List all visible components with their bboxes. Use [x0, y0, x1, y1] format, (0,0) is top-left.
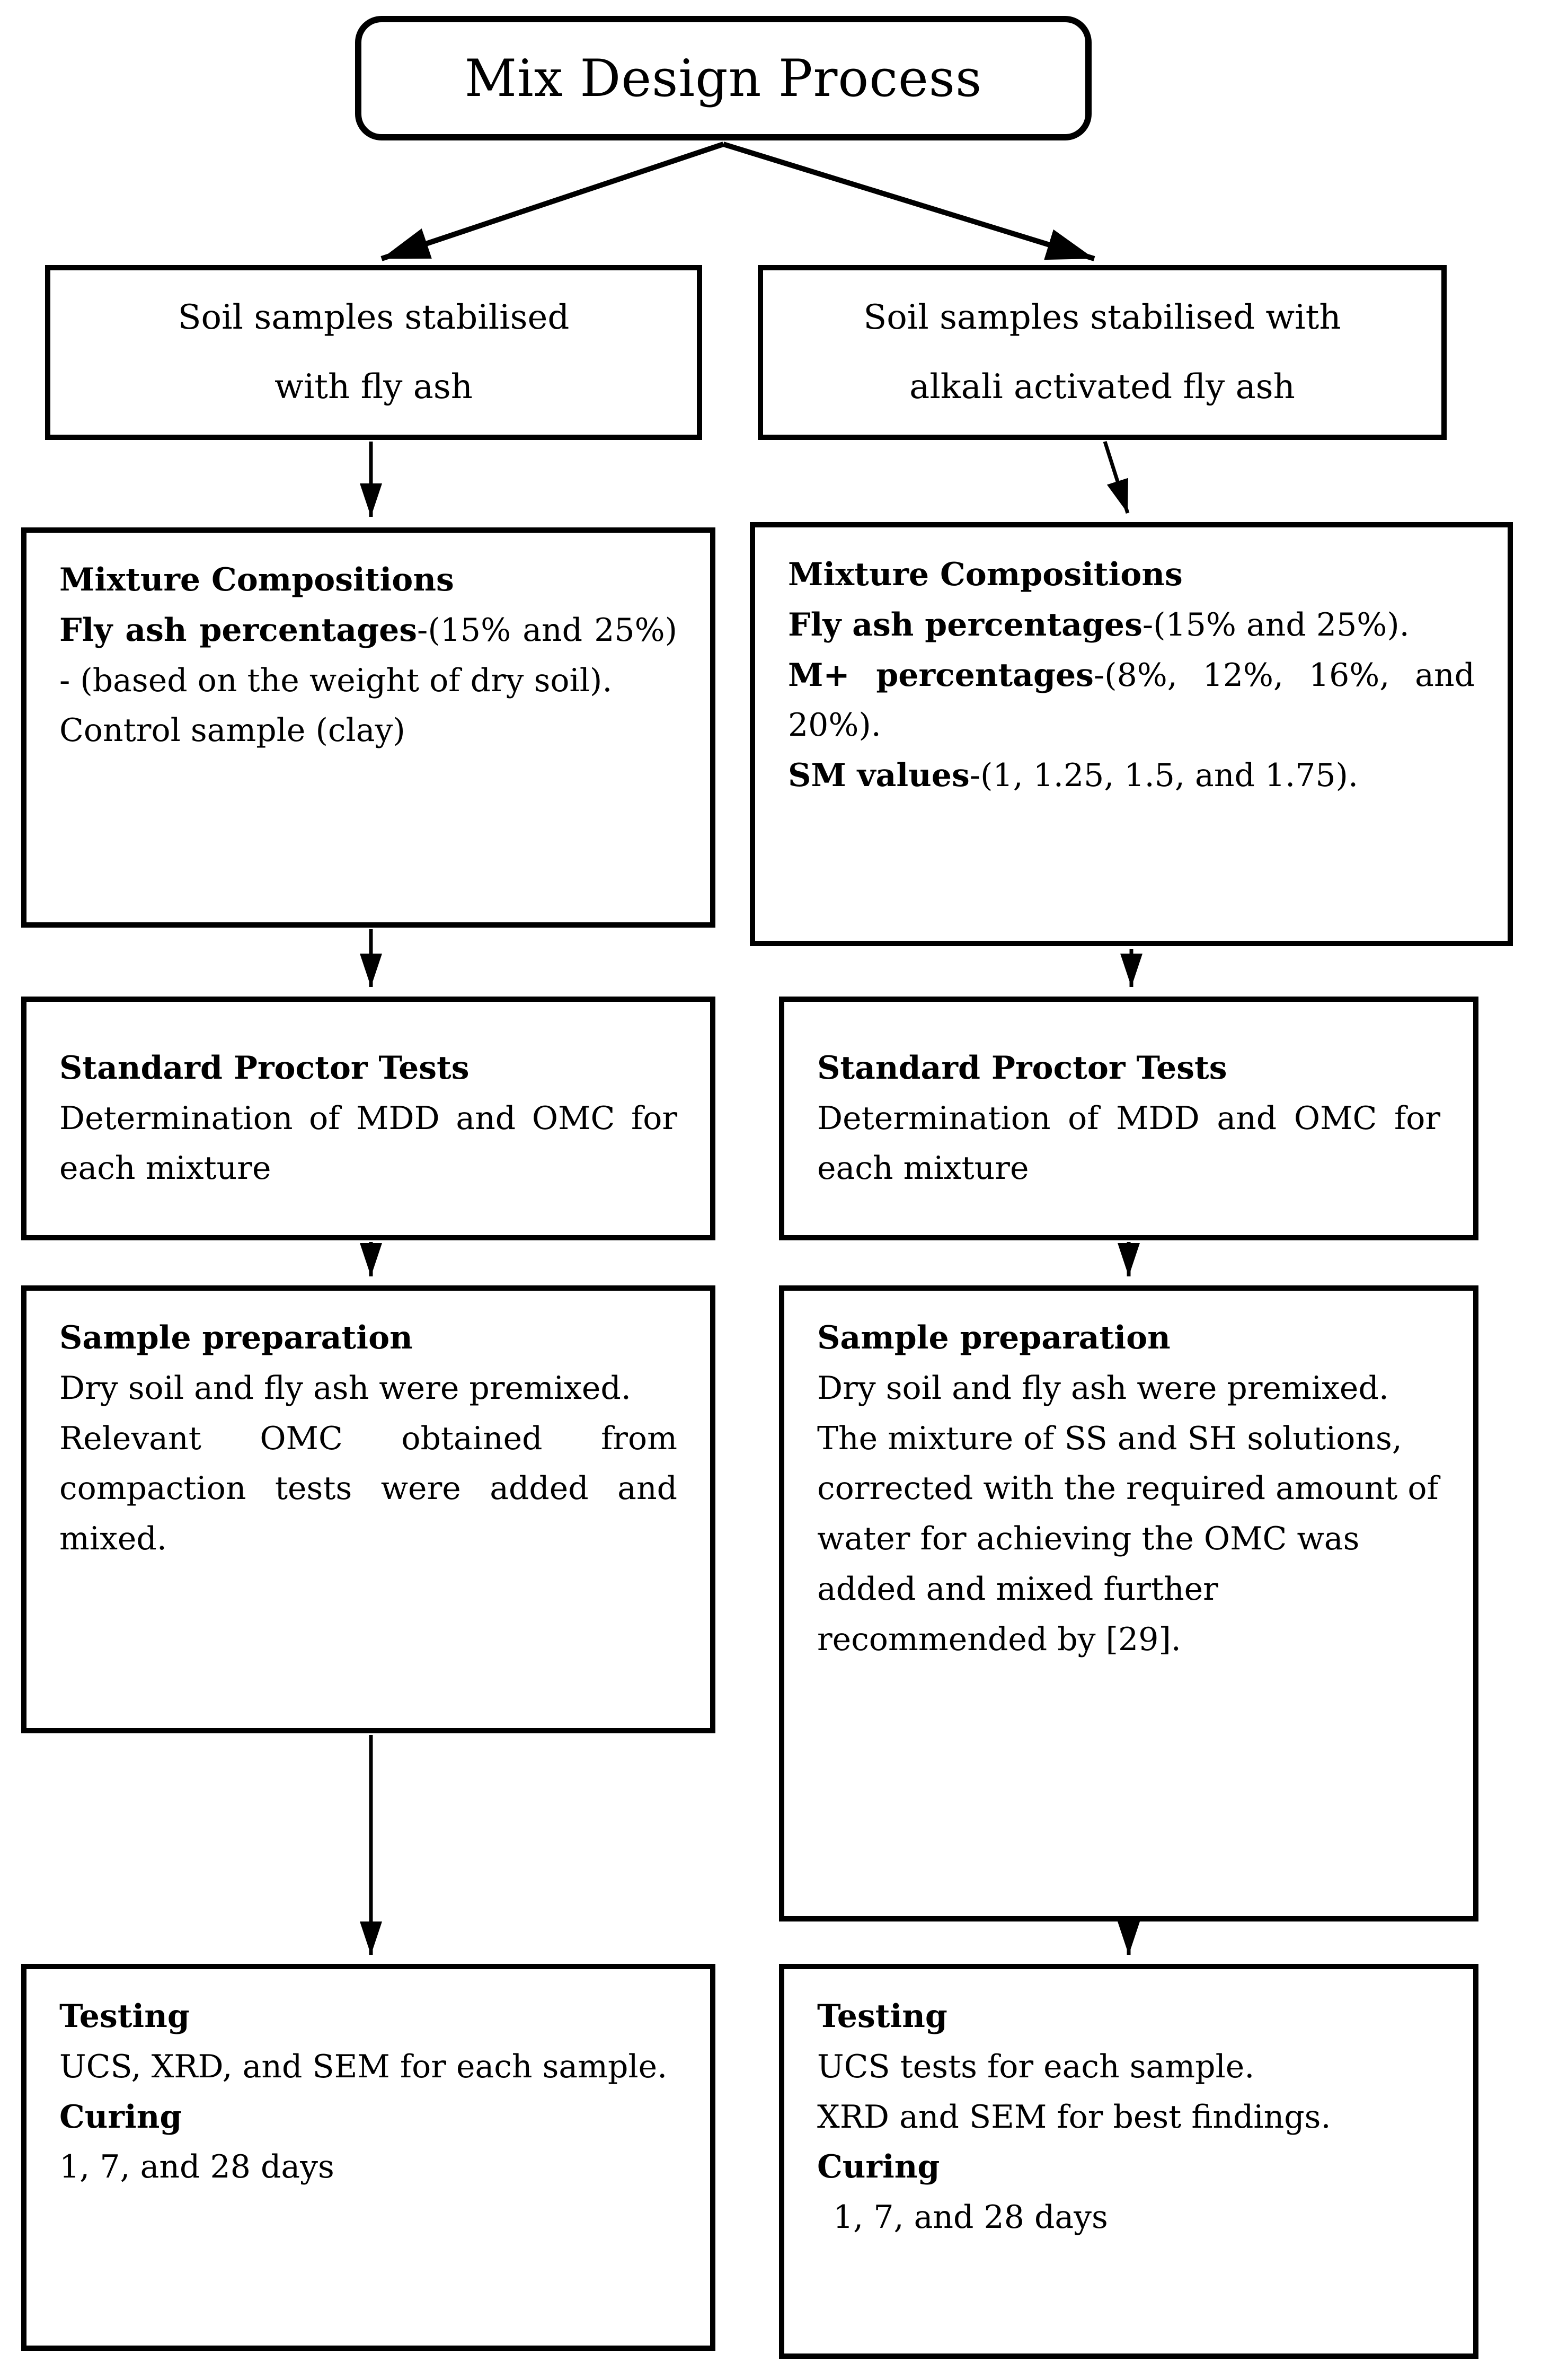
right-mixture-box: Mixture Compositions Fly ash percentages…: [750, 522, 1513, 946]
left-mixture-flyash-lead: Fly ash percentages: [59, 611, 418, 649]
arrow-root-to-left-branch: [380, 142, 724, 261]
left-testing-p1: UCS, XRD, and SEM for each sample.: [59, 2048, 668, 2085]
right-prep-box: Sample preparation Dry soil and fly ash …: [779, 1285, 1478, 1921]
root-title: Mix Design Process: [464, 48, 982, 108]
right-testing-curing-heading: Curing: [817, 2148, 940, 2186]
right-prep-p1: Dry soil and fly ash were premixed.: [817, 1369, 1389, 1407]
left-proctor-heading: Standard Proctor Tests: [59, 1049, 470, 1087]
right-testing-heading: Testing: [817, 1998, 947, 2035]
left-branch-line1: Soil samples stabilised: [178, 297, 570, 337]
right-mixture-flyash-lead: Fly ash percentages: [788, 606, 1143, 644]
arrow-root-to-right-branch: [722, 142, 1095, 261]
left-prep-heading: Sample preparation: [59, 1319, 413, 1356]
right-branch-line2: alkali activated fly ash: [909, 367, 1295, 407]
right-testing-box: Testing UCS tests for each sample. XRD a…: [779, 1964, 1478, 2359]
left-prep-box: Sample preparation Dry soil and fly ash …: [21, 1285, 715, 1733]
left-testing-box: Testing UCS, XRD, and SEM for each sampl…: [21, 1964, 715, 2351]
right-proctor-heading: Standard Proctor Tests: [817, 1049, 1227, 1087]
left-branch-line2: with fly ash: [274, 367, 473, 407]
left-testing-curing-heading: Curing: [59, 2098, 182, 2136]
left-mixture-control-paragraph: Control sample (clay): [59, 712, 405, 750]
left-testing-days: 1, 7, and 28 days: [59, 2148, 334, 2186]
right-prep-heading: Sample preparation: [817, 1319, 1171, 1356]
right-mixture-flyash-paragraph: Fly ash percentages-(15% and 25%).: [788, 600, 1475, 650]
left-prep-p2: Relevant OMC obtained from compaction te…: [59, 1420, 677, 1558]
right-testing-days: 1, 7, and 28 days: [833, 2199, 1108, 2236]
right-prep-p2: The mixture of SS and SH solutions, corr…: [817, 1420, 1439, 1658]
arrow-right-branch-to-mixture: [1103, 440, 1130, 514]
right-proctor-body: Determination of MDD and OMC for each mi…: [817, 1099, 1440, 1187]
left-mixture-flyash-text: -(15% and 25%) - (based on the weight of…: [59, 611, 677, 699]
left-mixture-heading: Mixture Compositions: [59, 561, 454, 598]
right-mixture-m-lead: M+ percentages: [788, 656, 1094, 694]
left-mixture-box: Mixture Compositions Fly ash percentages…: [21, 527, 715, 928]
right-mixture-m-paragraph: M+ percentages-(8%, 12%, 16%, and 20%).: [788, 650, 1475, 751]
left-mixture-flyash-paragraph: Fly ash percentages-(15% and 25%) - (bas…: [59, 605, 677, 706]
right-branch-box: Soil samples stabilised with alkali acti…: [758, 265, 1447, 440]
right-testing-p2: XRD and SEM for best findings.: [817, 2098, 1331, 2136]
right-mixture-m-text: -(8%, 12%, 16%, and 20%).: [788, 656, 1475, 744]
right-mixture-sm-paragraph: SM values-(1, 1.25, 1.5, and 1.75).: [788, 751, 1475, 801]
right-branch-line1: Soil samples stabilised with: [863, 297, 1341, 337]
right-mixture-sm-text: -(1, 1.25, 1.5, and 1.75).: [969, 757, 1359, 795]
left-branch-box: Soil samples stabilised with fly ash: [45, 265, 702, 440]
left-proctor-body: Determination of MDD and OMC for each mi…: [59, 1099, 677, 1187]
right-proctor-box: Standard Proctor Tests Determination of …: [779, 997, 1478, 1240]
left-testing-heading: Testing: [59, 1998, 190, 2035]
left-prep-p1: Dry soil and fly ash were premixed.: [59, 1369, 631, 1407]
root-box: Mix Design Process: [355, 16, 1092, 140]
left-proctor-box: Standard Proctor Tests Determination of …: [21, 997, 715, 1240]
right-mixture-sm-lead: SM values: [788, 757, 970, 795]
right-mixture-heading: Mixture Compositions: [788, 556, 1183, 593]
right-mixture-flyash-text: -(15% and 25%).: [1142, 606, 1410, 644]
right-testing-p1: UCS tests for each sample.: [817, 2048, 1255, 2085]
